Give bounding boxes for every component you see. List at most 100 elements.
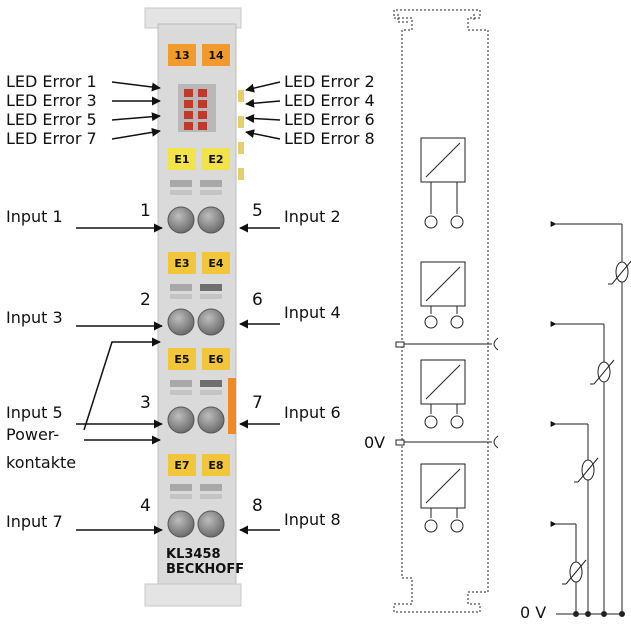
terminal-label-box-13: [168, 44, 196, 66]
wire-slot: [170, 484, 192, 491]
side-tab: [238, 142, 244, 154]
model-label: KL3458: [166, 547, 221, 562]
wire-slot: [170, 294, 192, 299]
channel-number-5: 5: [252, 201, 263, 221]
wire-slot: [200, 484, 222, 491]
label-input-8: Input 8: [284, 510, 341, 529]
terminal-label-13: 13: [174, 49, 189, 62]
brand-label: BECKHOFF: [166, 562, 244, 577]
led-box-e1: [168, 148, 196, 170]
led-box-e7: [168, 454, 196, 476]
schematic-outline-detail: [397, 14, 408, 23]
wire-slot: [170, 380, 192, 387]
led-box-e4: [202, 252, 230, 274]
label-power-contacts-1: Power-: [6, 425, 59, 444]
arrow: [245, 98, 281, 108]
channel-number-8: 8: [252, 496, 263, 516]
label-led-error-1: LED Error 1: [6, 72, 97, 91]
spring-button[interactable]: [167, 510, 195, 538]
led-error-4: [198, 100, 207, 108]
wire-slot: [200, 494, 222, 499]
led-label-e4: E4: [208, 257, 224, 270]
arrow: [245, 81, 281, 93]
led-label-e8: E8: [208, 459, 223, 472]
thermistor-1: [608, 260, 631, 285]
spring-button[interactable]: [197, 206, 225, 234]
led-error-2: [198, 89, 207, 97]
label-led-error-6: LED Error 6: [284, 110, 375, 129]
schematic: [393, 9, 631, 617]
schematic-outline: [393, 9, 489, 613]
led-box-e8: [202, 454, 230, 476]
led-error-6: [198, 111, 207, 119]
spring-button[interactable]: [197, 308, 225, 336]
power-contact-strip: [228, 378, 236, 434]
label-input-1: Input 1: [6, 207, 63, 226]
channel-number-6: 6: [252, 290, 263, 310]
junction-dot: [585, 611, 591, 617]
label-led-error-3: LED Error 3: [6, 91, 97, 110]
zero-volt-bottom-label: 0 V: [520, 603, 546, 622]
channel-numbers: 1 2 3 4 5 6 7 8: [140, 201, 263, 516]
label-led-error-5: LED Error 5: [6, 110, 97, 129]
label-input-2: Input 2: [284, 207, 341, 226]
junction-dot: [601, 611, 607, 617]
spring-button[interactable]: [197, 406, 225, 434]
led-error-3: [184, 100, 193, 108]
wire-slot: [170, 190, 192, 195]
thermistor-4: [562, 559, 587, 585]
led-label-e1: E1: [174, 153, 189, 166]
label-led-error-7: LED Error 7: [6, 129, 97, 148]
side-tab: [238, 168, 244, 180]
wire-slot: [170, 390, 192, 395]
label-input-3: Input 3: [6, 308, 63, 327]
power-rail-upper: [395, 337, 499, 351]
label-power-contacts-2: kontakte: [6, 453, 76, 472]
spring-button[interactable]: [167, 308, 195, 336]
label-led-error-4: LED Error 4: [284, 91, 375, 110]
wire-slot: [200, 294, 222, 299]
led-box-e5: [168, 348, 196, 370]
spring-button[interactable]: [167, 206, 195, 234]
thermistor-2: [590, 359, 615, 385]
spring-button[interactable]: [197, 510, 225, 538]
junction-dot: [619, 611, 625, 617]
wire-slot: [170, 180, 192, 187]
wire-slot: [200, 380, 222, 387]
adc-block-2: [420, 261, 466, 329]
zero-volt-rail-label: 0V: [364, 433, 385, 452]
led-error-5: [184, 111, 193, 119]
led-box-e3: [168, 252, 196, 274]
error-leds: [184, 89, 207, 130]
channel-number-4: 4: [140, 496, 151, 516]
channel-number-7: 7: [252, 393, 263, 413]
label-led-error-2: LED Error 2: [284, 72, 375, 91]
led-error-1: [184, 89, 193, 97]
label-led-error-8: LED Error 8: [284, 129, 375, 148]
sensor-circuit: [550, 221, 631, 617]
wire-slot: [200, 190, 222, 195]
label-input-5: Input 5: [6, 403, 63, 422]
wire-slot: [200, 284, 222, 291]
adc-block-4: [420, 463, 466, 533]
adc-block-3: [420, 359, 466, 429]
label-input-6: Input 6: [284, 403, 341, 422]
channel-number-1: 1: [140, 201, 151, 221]
led-label-e5: E5: [174, 353, 189, 366]
adc-block-1: [420, 137, 466, 229]
led-box-e2: [202, 148, 230, 170]
spring-button[interactable]: [167, 406, 195, 434]
right-labels: LED Error 2 LED Error 4 LED Error 6 LED …: [239, 72, 375, 535]
arrow: [111, 127, 161, 140]
led-box-e6: [202, 348, 230, 370]
arrow: [111, 112, 161, 122]
led-label-e3: E3: [174, 257, 189, 270]
terminal-label-14: 14: [208, 49, 224, 62]
terminal-label-box-14: [202, 44, 230, 66]
led-label-e6: E6: [208, 353, 224, 366]
channel-number-2: 2: [140, 290, 151, 310]
wire-slot: [200, 180, 222, 187]
arrow: [245, 113, 281, 123]
terminal-bottom-rail: [144, 583, 242, 607]
